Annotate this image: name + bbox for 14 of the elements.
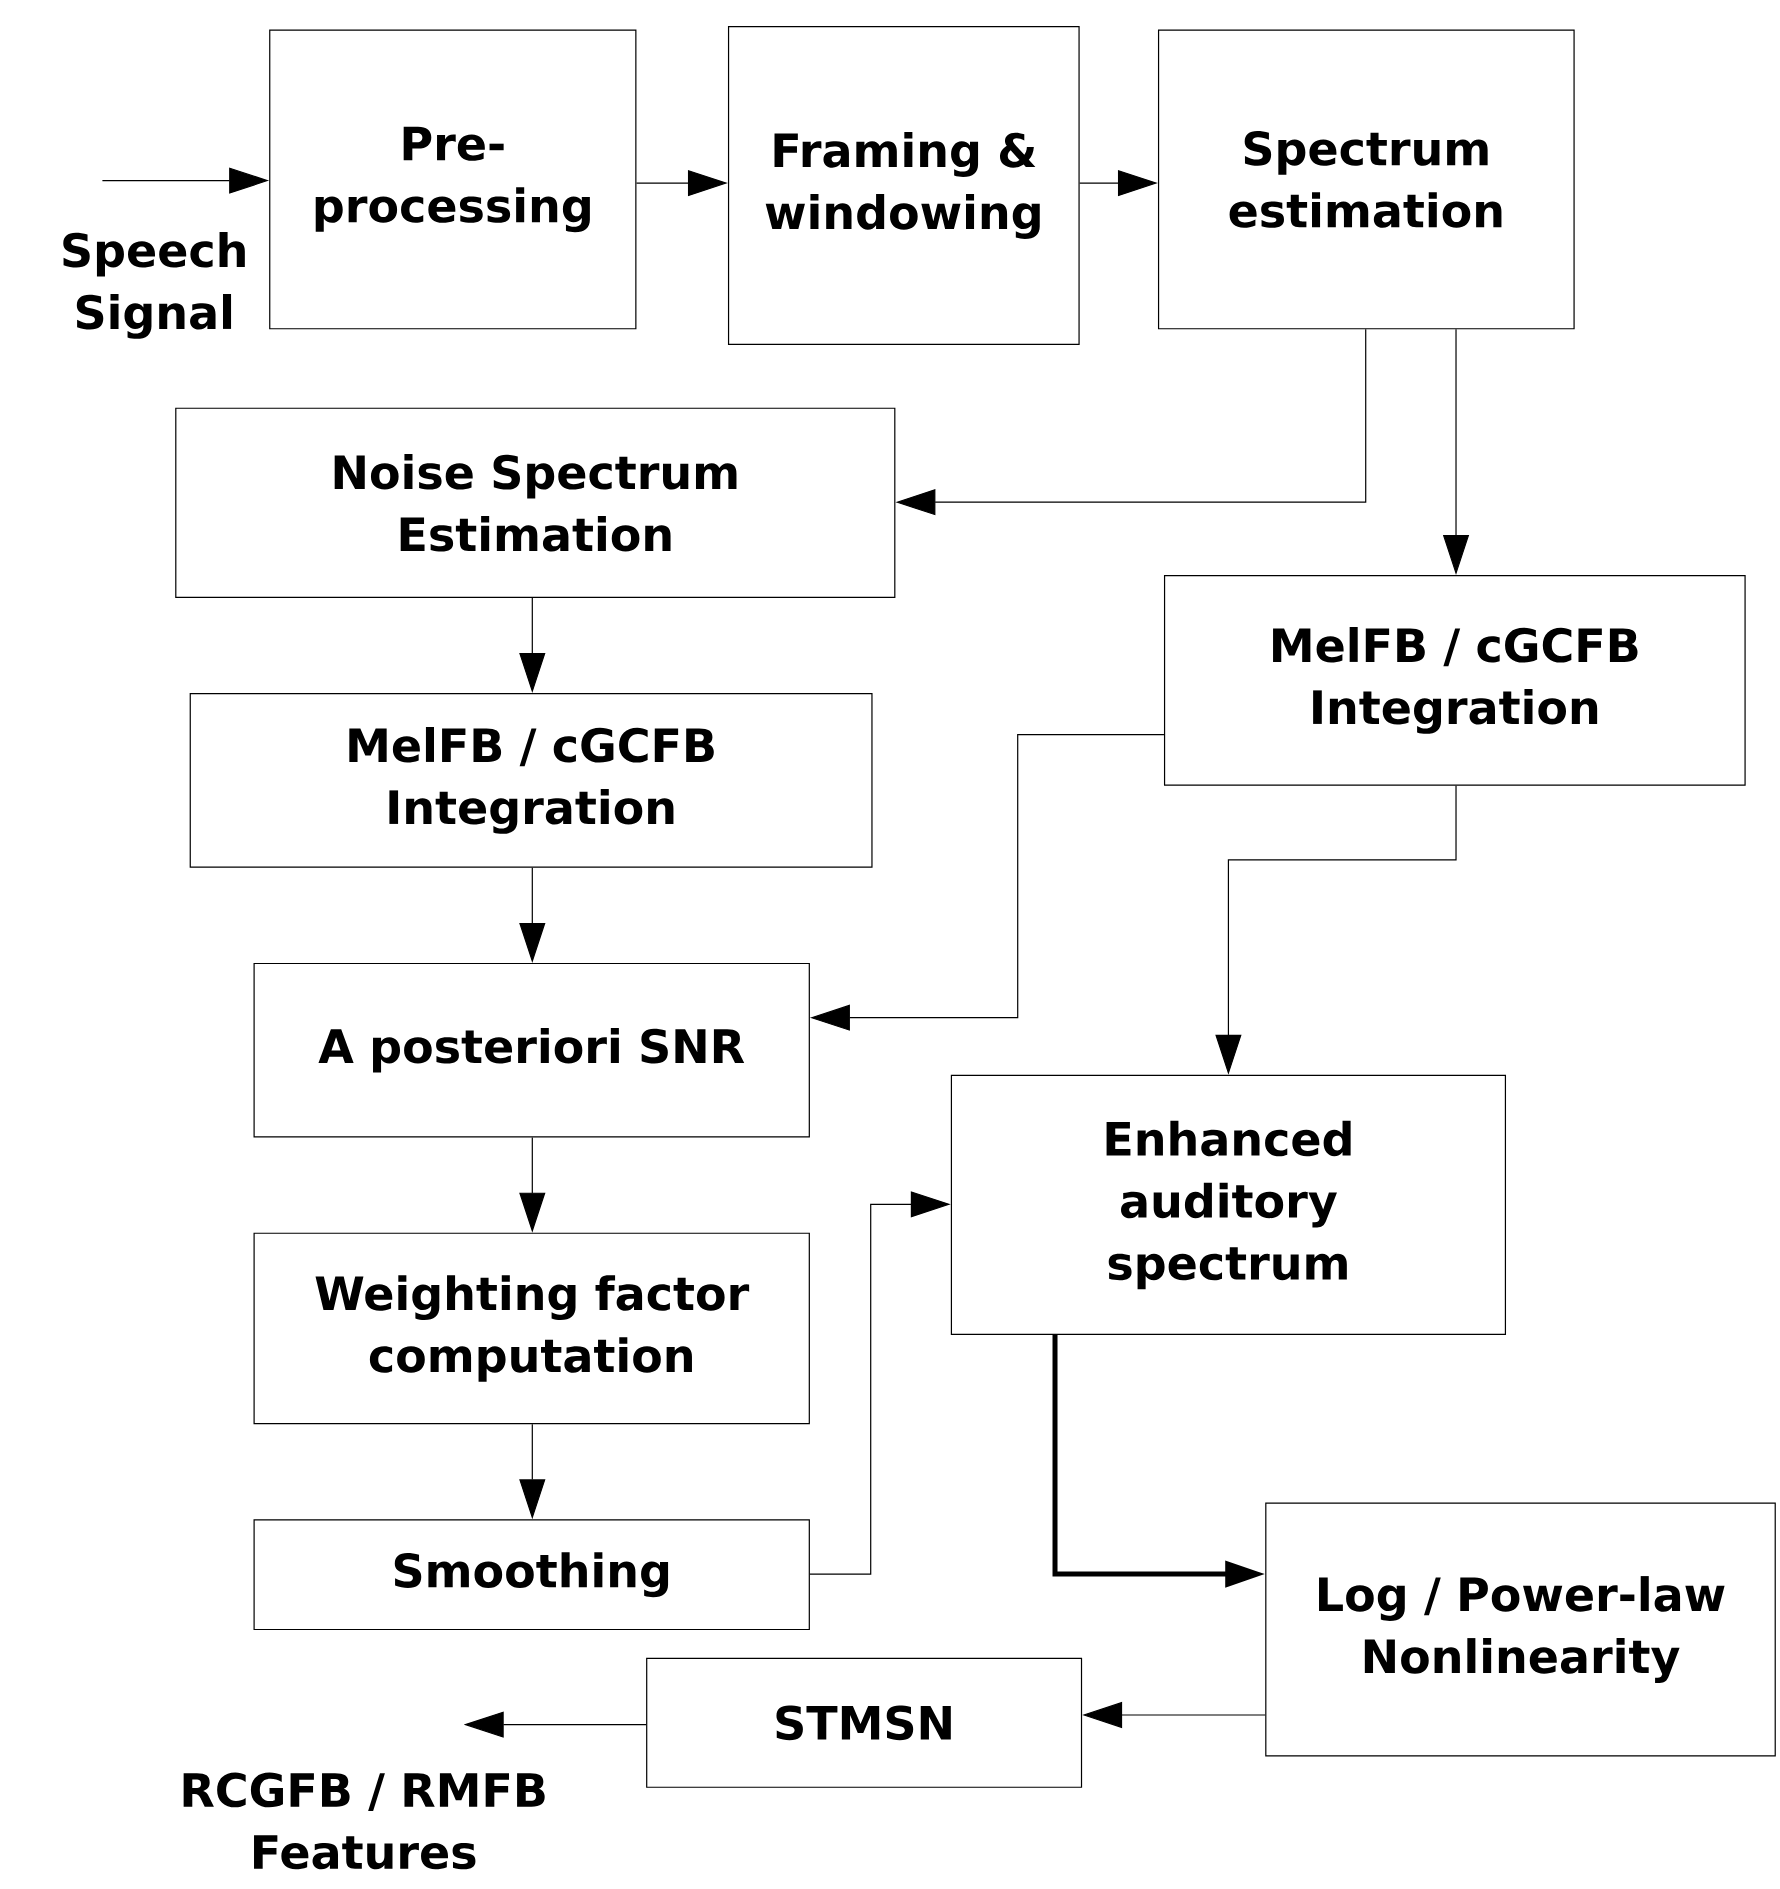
process-box: A posteriori SNR <box>253 962 810 1138</box>
process-box: Weighting factor computation <box>253 1232 810 1425</box>
process-box: Pre- processing <box>269 29 637 330</box>
process-box: Log / Power-law Nonlinearity <box>1265 1502 1776 1757</box>
process-box: MelFB / cGCFB Integration <box>1163 575 1746 786</box>
process-box: Smoothing <box>253 1519 810 1631</box>
signal-label: Speech Signal <box>63 231 245 339</box>
process-box: STMSN <box>646 1657 1083 1788</box>
process-box: Framing & windowing <box>727 25 1080 346</box>
process-box: Noise Spectrum Estimation <box>175 407 896 598</box>
process-box: Enhanced auditory spectrum <box>950 1074 1506 1335</box>
process-box: Spectrum estimation <box>1157 29 1575 330</box>
process-box: MelFB / cGCFB Integration <box>189 693 873 868</box>
signal-label: RCGFB / RMFB Features <box>183 1772 545 1870</box>
